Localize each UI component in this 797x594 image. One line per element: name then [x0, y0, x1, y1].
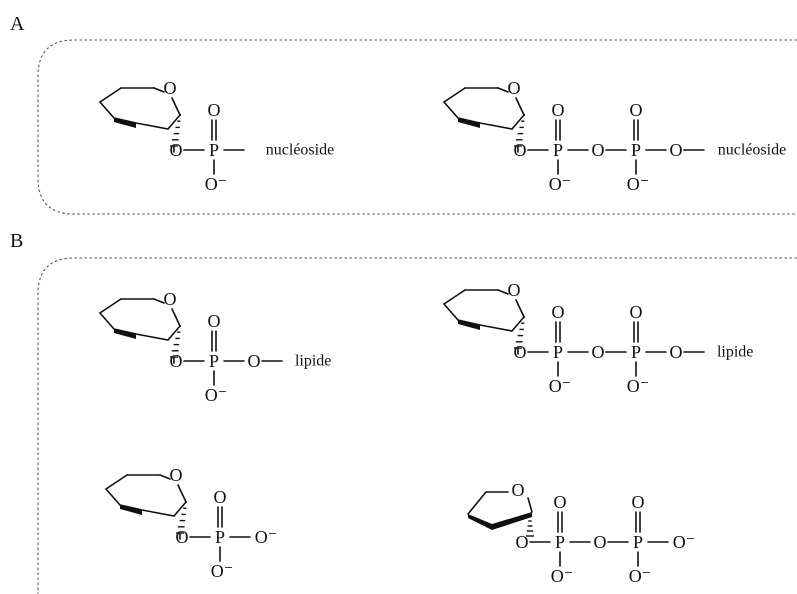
ring-bold-edge — [468, 514, 492, 530]
ring-bond — [99, 298, 122, 314]
ring-bond — [497, 87, 509, 93]
substituent-label: nucléoside — [718, 142, 786, 159]
bridge-oxygen-label: O — [592, 140, 605, 160]
oxo-oxygen-label: O — [630, 100, 643, 120]
bridge-oxygen-label: O — [176, 527, 189, 547]
panel-label-b: B — [10, 230, 23, 252]
phosphorus-label: P — [553, 342, 563, 362]
bridge-oxygen-label: O — [514, 140, 527, 160]
ring-bond — [497, 289, 509, 295]
ring-bond — [467, 491, 487, 515]
anion-oxygen-label: O⁻ — [549, 174, 572, 194]
panel-b-frame — [37, 257, 797, 594]
anion-oxygen-label: O⁻ — [627, 376, 650, 396]
ring-bond — [99, 87, 122, 103]
panel-label-a: A — [10, 13, 25, 35]
bridge-oxygen-label: O — [594, 532, 607, 552]
ring-bond — [515, 299, 525, 318]
ring-bond — [171, 97, 181, 116]
ring-bond — [527, 497, 533, 513]
anion-oxygen-label: O⁻ — [205, 385, 228, 405]
oxo-oxygen-label: O — [630, 302, 643, 322]
oxo-oxygen-label: O — [552, 302, 565, 322]
terminal-anion-label: O⁻ — [673, 532, 696, 552]
oxo-oxygen-label: O — [552, 100, 565, 120]
phosphorus-label: P — [633, 532, 643, 552]
oxo-oxygen-label: O — [214, 487, 227, 507]
oxo-oxygen-label: O — [208, 311, 221, 331]
ring-bond — [105, 488, 187, 517]
substituent-label: lipide — [295, 353, 331, 370]
anion-oxygen-label: O⁻ — [549, 376, 572, 396]
ring-bold-edge — [492, 512, 532, 530]
ring-oxygen-label: O — [508, 280, 521, 300]
ring-bond — [515, 97, 525, 116]
phosphorus-label: P — [631, 342, 641, 362]
anion-oxygen-label: O⁻ — [627, 174, 650, 194]
bridge-oxygen-label: O — [592, 342, 605, 362]
panel-a: A — [10, 13, 797, 215]
bridge-oxygen-label: O — [170, 351, 183, 371]
anion-oxygen-label: O⁻ — [211, 561, 234, 581]
phosphorus-label: P — [553, 140, 563, 160]
ring-bold-edge — [120, 505, 142, 515]
panel-a-frame — [37, 39, 797, 215]
anion-oxygen-label: O⁻ — [629, 566, 652, 586]
ring-oxygen-label: O — [164, 78, 177, 98]
ring-oxygen-label: O — [508, 78, 521, 98]
ring-bond — [99, 101, 181, 130]
ring-bond — [443, 101, 525, 130]
phosphorus-label: P — [215, 527, 225, 547]
ring-bond — [153, 87, 165, 93]
phosphorus-label: P — [209, 351, 219, 371]
ring-bond — [159, 474, 171, 480]
phosphorus-label: P — [209, 140, 219, 160]
ring-bond — [171, 308, 181, 327]
panel-b: B — [10, 230, 797, 594]
ring-bond — [99, 312, 181, 341]
ring-bond — [177, 484, 187, 503]
phosphorus-label: P — [631, 140, 641, 160]
bridge-oxygen-label: O — [670, 342, 683, 362]
ring-bond — [443, 87, 466, 103]
terminal-anion-label: O⁻ — [255, 527, 278, 547]
anion-oxygen-label: O⁻ — [205, 174, 228, 194]
bridge-oxygen-label: O — [670, 140, 683, 160]
bridge-oxygen-label: O — [516, 532, 529, 552]
ring-bond — [105, 474, 128, 490]
substituent-label: lipide — [717, 344, 753, 361]
phosphorus-label: P — [555, 532, 565, 552]
oxo-oxygen-label: O — [554, 492, 567, 512]
bridge-oxygen-label: O — [248, 351, 261, 371]
ring-bond — [443, 289, 466, 305]
bridge-oxygen-label: O — [514, 342, 527, 362]
ring-oxygen-label: O — [164, 289, 177, 309]
anion-oxygen-label: O⁻ — [551, 566, 574, 586]
ring-bold-edge — [114, 118, 136, 128]
substituent-label: nucléoside — [266, 142, 334, 159]
bridge-oxygen-label: O — [170, 140, 183, 160]
ring-bond — [153, 298, 165, 304]
ring-bold-edge — [458, 320, 480, 330]
oxo-oxygen-label: O — [632, 492, 645, 512]
ring-bold-edge — [114, 329, 136, 339]
oxo-oxygen-label: O — [208, 100, 221, 120]
ring-oxygen-label: O — [170, 465, 183, 485]
ring-oxygen-label: O — [512, 480, 525, 500]
ring-bold-edge — [458, 118, 480, 128]
ring-bond — [443, 303, 525, 332]
